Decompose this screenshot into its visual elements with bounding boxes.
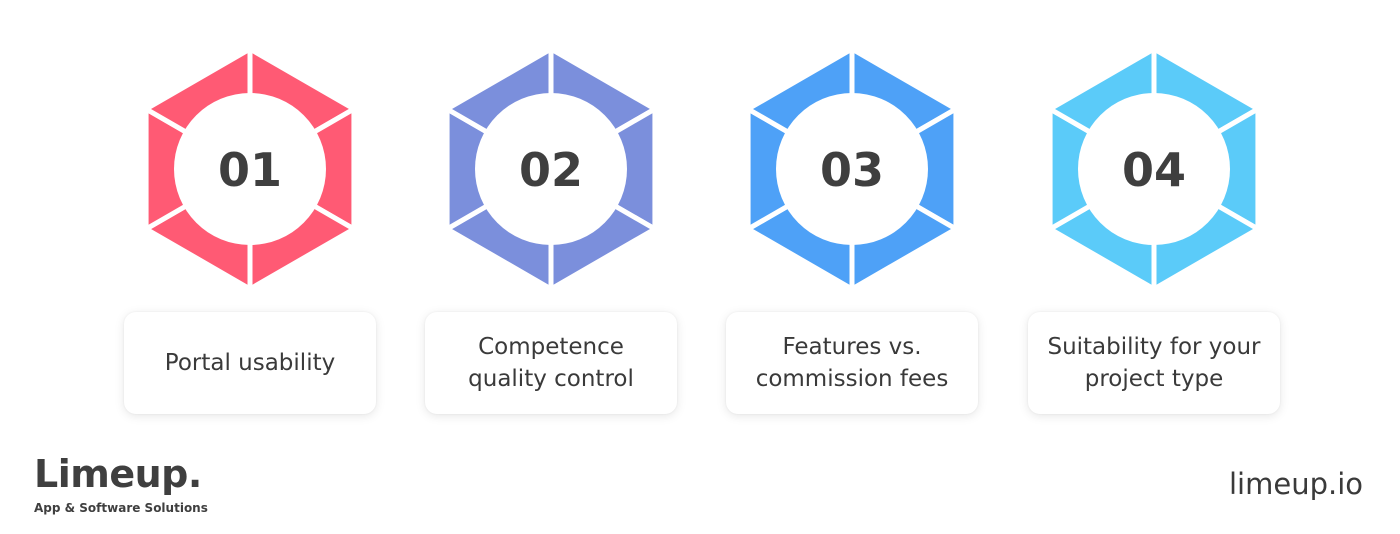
brand-logo: Limeup. App & Software Solutions xyxy=(34,452,208,516)
hexagon-badge-4: 04 xyxy=(1024,44,1284,294)
step-label-2: Competence quality control xyxy=(468,334,634,392)
hexagon-badge-3: 03 xyxy=(722,44,982,294)
step-label-4: Suitability for your project type xyxy=(1047,334,1261,392)
step-4: 04 Suitability for your project type xyxy=(1024,0,1284,534)
step-1: 01 Portal usability xyxy=(120,0,380,534)
step-card-3: Features vs. commission fees xyxy=(726,312,978,414)
hexagon-badge-1: 01 xyxy=(120,44,380,294)
step-card-2: Competence quality control xyxy=(425,312,677,414)
step-label-1: Portal usability xyxy=(164,350,336,376)
hexagon-icon-3: 03 xyxy=(743,44,961,294)
brand-tagline: App & Software Solutions xyxy=(34,501,208,515)
brand-name: Limeup. xyxy=(34,452,202,496)
hexagon-icon-2: 02 xyxy=(442,44,660,294)
step-number-1: 01 xyxy=(218,143,282,197)
step-3: 03 Features vs. commission fees xyxy=(722,0,982,534)
step-card-1: Portal usability xyxy=(124,312,376,414)
hexagon-icon-1: 01 xyxy=(141,44,359,294)
step-number-3: 03 xyxy=(820,143,884,197)
site-url: limeup.io xyxy=(1228,467,1363,501)
step-label-3: Features vs. commission fees xyxy=(755,334,949,392)
step-card-4: Suitability for your project type xyxy=(1028,312,1280,414)
hexagon-badge-2: 02 xyxy=(421,44,681,294)
hexagon-icon-4: 04 xyxy=(1045,44,1263,294)
step-number-2: 02 xyxy=(519,143,583,197)
step-2: 02 Competence quality control xyxy=(421,0,681,534)
step-number-4: 04 xyxy=(1122,143,1186,197)
